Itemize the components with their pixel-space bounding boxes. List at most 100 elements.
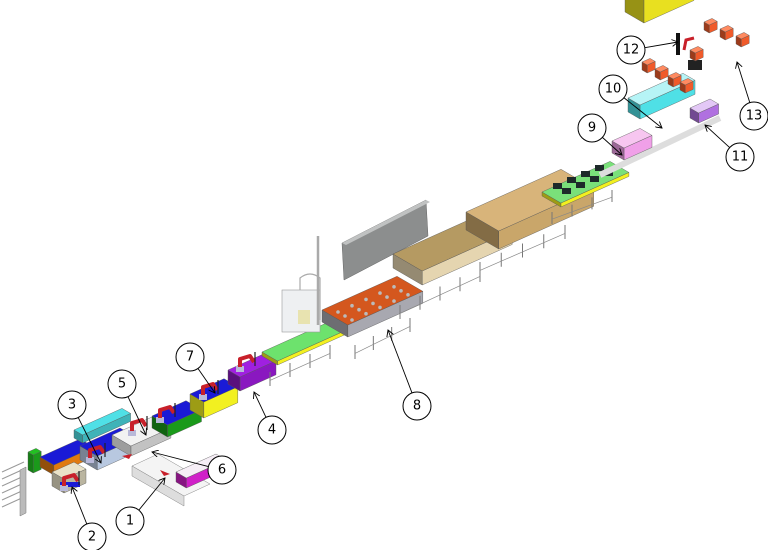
pink-station-top-face (611, 128, 653, 149)
flow-arrow (122, 454, 132, 459)
callout-circle (616, 35, 646, 65)
callout-circle (107, 369, 137, 399)
leader-arrow (152, 452, 209, 467)
robot-cell (281, 236, 321, 333)
product-box-top-face (703, 18, 718, 26)
robot-base (128, 430, 136, 436)
callout-number: 7 (186, 350, 194, 365)
callout-3: 3 (57, 390, 101, 463)
infeed-rack (1, 461, 27, 517)
fan-unit (567, 177, 576, 183)
support-rail (551, 196, 613, 220)
product-box-top-face (735, 32, 750, 40)
callout-9: 9 (577, 113, 622, 155)
purple-box-top-face (689, 98, 720, 114)
leader-arrow (138, 478, 165, 511)
yellow-enclosure (624, 0, 695, 24)
product-box (735, 32, 750, 48)
callout-number: 11 (732, 150, 749, 165)
yellow-enclosure-front-face (643, 0, 695, 24)
press-nozzle (350, 303, 354, 308)
robot-link (238, 354, 256, 367)
machines-layer (1, 0, 750, 517)
press-nozzle (385, 295, 389, 299)
callout-12: 12 (616, 35, 678, 65)
robot-base (199, 394, 207, 400)
callout-5: 5 (107, 369, 146, 435)
yellow-enclosure-end-face (624, 0, 645, 24)
callout-number: 1 (126, 514, 134, 529)
fan-unit (562, 188, 571, 194)
press-nozzle (392, 299, 396, 303)
robot-base (60, 485, 68, 491)
pack-robot (682, 36, 695, 51)
press-nozzle (350, 318, 354, 322)
callout-circle (175, 342, 205, 372)
grid-legs (551, 190, 613, 224)
fan-unit (581, 171, 590, 177)
callout-circle (725, 142, 755, 172)
leader-arrow (623, 97, 662, 128)
oven-legs (399, 268, 481, 319)
green-control-box-top-face (27, 448, 42, 456)
rack-panel (19, 466, 27, 517)
callout-number: 2 (88, 530, 96, 545)
callout-1: 1 (115, 478, 165, 536)
callout-number: 10 (605, 82, 622, 97)
press-nozzle (364, 297, 368, 302)
callout-8: 8 (388, 330, 432, 421)
callout-number: 5 (118, 377, 126, 392)
callout-2: 2 (72, 487, 107, 550)
press-nozzle (357, 307, 361, 312)
robot-5 (128, 416, 148, 436)
product-box (703, 18, 718, 34)
robot-4 (236, 352, 256, 372)
robot-link (158, 405, 176, 418)
oven2-legs (479, 225, 566, 276)
robot-base (86, 457, 94, 463)
enclosure-door (676, 33, 680, 55)
cell-robot (298, 310, 310, 324)
product-box-top-face (679, 78, 694, 86)
leader-arrow (72, 487, 88, 525)
callout-circle (207, 455, 237, 485)
press-nozzle (406, 293, 410, 297)
press-nozzle (378, 291, 382, 295)
robot-link (62, 473, 80, 486)
gray-wall-top (342, 200, 430, 245)
purple-box (689, 98, 720, 124)
press-nozzle (336, 310, 340, 314)
callout-number: 13 (746, 109, 763, 124)
cell-pipe (299, 273, 321, 320)
gray-wall-front (341, 199, 429, 281)
leader-arrow (644, 42, 678, 49)
support-rail (269, 353, 331, 381)
green-control-box-end-face (27, 451, 34, 474)
fan-unit (553, 183, 562, 189)
robot-base (236, 366, 244, 372)
press-station (321, 276, 424, 338)
callout-number: 9 (588, 121, 596, 136)
leader-arrow (254, 392, 267, 418)
product-box-top-face (667, 72, 682, 80)
callout-4: 4 (254, 392, 287, 445)
press-nozzle (364, 311, 368, 316)
callout-circle (577, 113, 607, 143)
leader-arrow (602, 137, 622, 155)
support-rail (354, 326, 411, 354)
product-box-top-face (641, 58, 656, 66)
robot-2 (60, 471, 80, 491)
robot-5b (156, 403, 176, 423)
robot-base (156, 417, 164, 423)
callout-circle (77, 522, 107, 550)
leader-arrow (77, 417, 101, 463)
product-box (679, 78, 694, 94)
product-box (667, 72, 682, 88)
callout-10: 10 (598, 74, 662, 128)
product-box-top-face (654, 65, 669, 73)
robot-3 (86, 443, 106, 463)
support-rail (479, 233, 566, 271)
press-nozzle (343, 314, 347, 318)
